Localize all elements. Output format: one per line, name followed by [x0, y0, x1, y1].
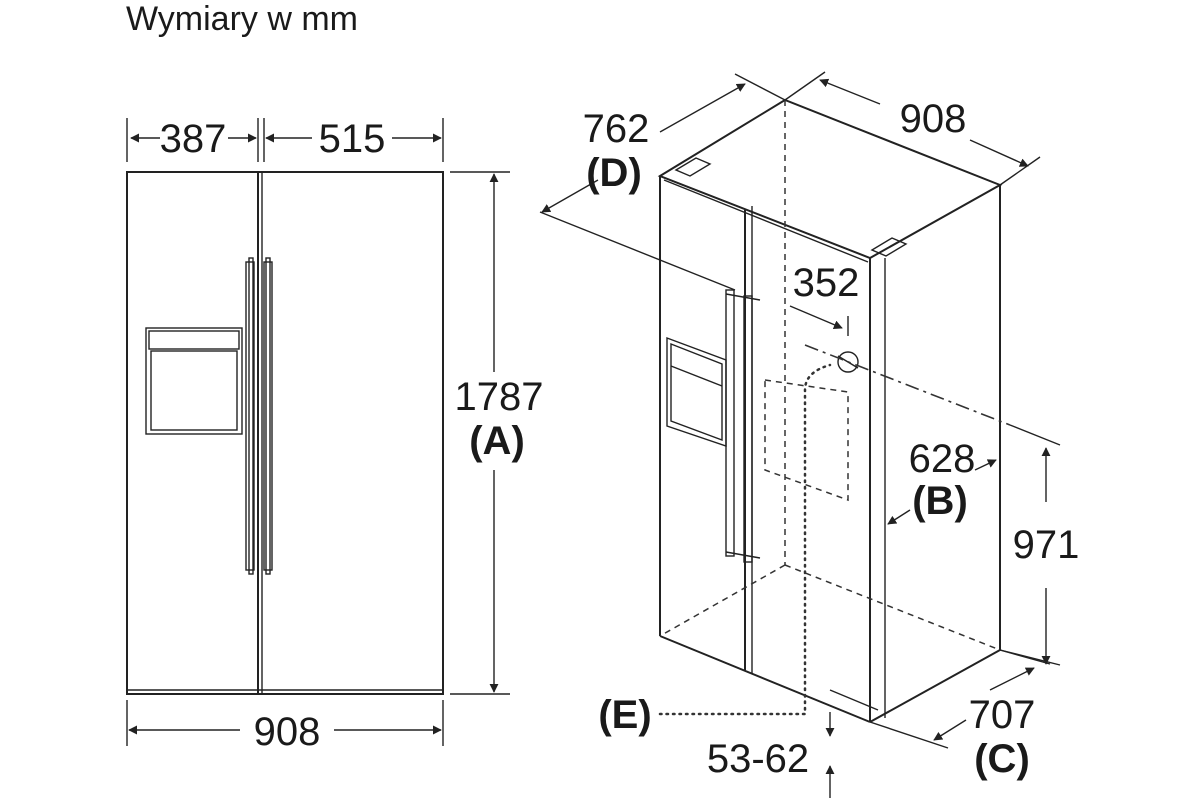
right-door-width-label: 515: [319, 117, 386, 161]
dim-inlet-distance: 628 (B): [887, 424, 1061, 525]
dim-overall-depth: 762 (D): [539, 73, 786, 291]
overall-depth-label: 762: [583, 107, 650, 151]
water-line-route: (E): [598, 363, 832, 737]
body-depth-label: 707: [969, 693, 1036, 737]
perspective-water-dispenser: [666, 336, 727, 447]
front-view-fridge: [126, 171, 444, 695]
water-inlet-offset-label: 352: [793, 261, 860, 305]
left-door-width-label: 387: [160, 117, 227, 161]
body-depth-code: (C): [974, 737, 1030, 781]
dim-total-height: 1787 (A): [450, 171, 544, 695]
total-height-code: (A): [469, 419, 525, 463]
page-title: Wymiary w mm: [126, 0, 358, 38]
dim-feet-height: 53-62: [707, 689, 879, 798]
perspective-handles: [725, 289, 761, 563]
inlet-distance-label: 628: [909, 437, 976, 481]
dim-left-door-width: 387: [126, 117, 259, 162]
inlet-distance-code: (B): [912, 479, 968, 523]
dim-total-width: 908: [126, 700, 444, 754]
overall-depth-code: (D): [586, 151, 642, 195]
top-width-label: 908: [900, 97, 967, 141]
dim-water-inlet-offset: 352: [789, 261, 860, 336]
dim-top-width: 908: [784, 71, 1041, 186]
water-line-code: (E): [598, 693, 651, 737]
feet-height-label: 53-62: [707, 737, 809, 781]
perspective-fridge: [657, 98, 1003, 723]
front-handles: [245, 257, 273, 575]
water-inlet-symbol: [804, 344, 1011, 426]
dim-inlet-height: 971: [999, 447, 1080, 666]
inlet-height-label: 971: [1013, 523, 1080, 567]
dim-right-door-width: 515: [263, 117, 444, 162]
total-height-label: 1787: [455, 375, 544, 419]
front-water-dispenser: [145, 327, 243, 435]
total-width-label: 908: [254, 710, 321, 754]
dim-body-depth: 707 (C): [869, 649, 1051, 781]
